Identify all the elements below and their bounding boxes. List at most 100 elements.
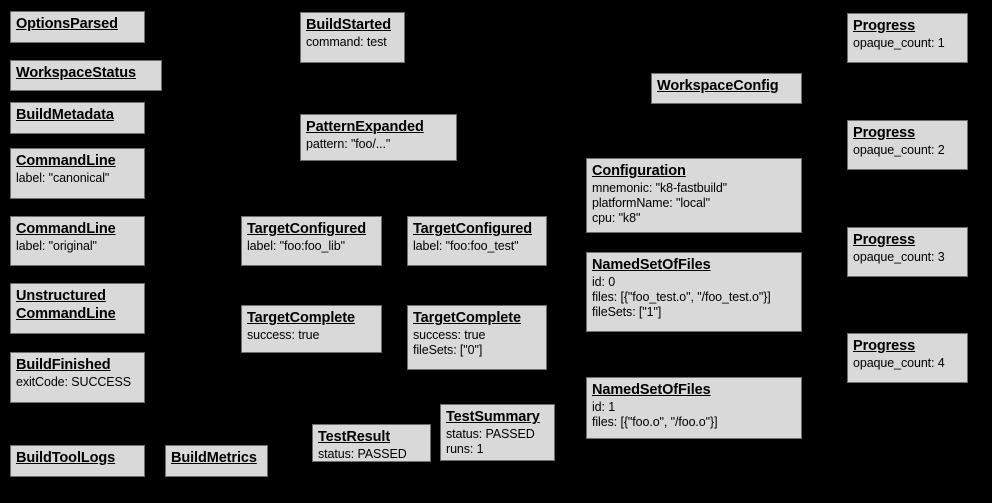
- node-fields: opaque_count: 2: [853, 143, 962, 158]
- node-progress-3[interactable]: Progress opaque_count: 3: [847, 227, 968, 277]
- node-title: TargetConfigured: [413, 221, 532, 237]
- node-title: Progress: [853, 18, 916, 34]
- node-title: NamedSetOfFiles: [592, 257, 711, 273]
- node-command-line-original[interactable]: CommandLine label: "original": [10, 216, 145, 266]
- node-title-container: TargetComplete: [247, 309, 376, 327]
- node-title-container: WorkspaceConfig: [657, 77, 796, 95]
- node-title-container: TargetConfigured: [413, 220, 541, 238]
- node-fields: label: "canonical": [16, 171, 139, 186]
- node-field: opaque_count: 1: [853, 36, 945, 50]
- node-title-container: TargetConfigured: [247, 220, 376, 238]
- node-workspace-status[interactable]: WorkspaceStatus: [10, 60, 162, 91]
- node-title: PatternExpanded: [306, 119, 424, 135]
- node-title: Progress: [853, 232, 916, 248]
- node-title-container: TestResult: [318, 428, 425, 446]
- node-title: TargetComplete: [413, 310, 521, 326]
- node-title-container: BuildMetadata: [16, 106, 139, 124]
- node-target-complete-lib[interactable]: TargetComplete success: true: [241, 305, 382, 353]
- node-title: TargetComplete: [247, 310, 355, 326]
- node-fields: label: "foo:foo_test": [413, 239, 541, 254]
- node-title: CommandLine: [16, 221, 116, 237]
- node-progress-1[interactable]: Progress opaque_count: 1: [847, 13, 968, 63]
- node-field: cpu: "k8": [592, 211, 641, 225]
- node-fields: exitCode: SUCCESS: [16, 375, 139, 390]
- node-title-container: Configuration: [592, 162, 796, 180]
- node-fields: label: "original": [16, 239, 139, 254]
- node-title-container: Progress: [853, 337, 962, 355]
- node-fields: opaque_count: 4: [853, 356, 962, 371]
- node-field: id: 1: [592, 400, 616, 414]
- node-build-tool-logs[interactable]: BuildToolLogs: [10, 445, 145, 477]
- node-title: BuildToolLogs: [16, 450, 116, 466]
- node-field: files: [{"foo_test.o", "/foo_test.o"}]: [592, 290, 771, 304]
- node-fields: mnemonic: "k8-fastbuild"platformName: "l…: [592, 181, 796, 226]
- node-title-container: Progress: [853, 124, 962, 142]
- node-title-container: PatternExpanded: [306, 118, 451, 136]
- node-title: BuildMetadata: [16, 107, 114, 123]
- node-build-started[interactable]: BuildStarted command: test: [300, 12, 405, 63]
- node-field: opaque_count: 3: [853, 250, 945, 264]
- node-build-finished[interactable]: BuildFinished exitCode: SUCCESS: [10, 352, 145, 403]
- node-title: WorkspaceConfig: [657, 78, 779, 94]
- node-target-configured-foo-lib[interactable]: TargetConfigured label: "foo:foo_lib": [241, 216, 382, 266]
- node-options-parsed[interactable]: OptionsParsed: [10, 11, 145, 43]
- node-title: BuildFinished: [16, 357, 111, 373]
- node-field: mnemonic: "k8-fastbuild": [592, 181, 728, 195]
- node-title: WorkspaceStatus: [16, 65, 136, 81]
- node-workspace-config[interactable]: WorkspaceConfig: [651, 73, 802, 104]
- node-title-container: CommandLine: [16, 152, 139, 170]
- node-title: CommandLine: [16, 306, 116, 322]
- node-title-container: BuildMetrics: [171, 449, 262, 467]
- node-title: TestResult: [318, 429, 391, 445]
- node-field: fileSets: ["1"]: [592, 305, 662, 319]
- node-title: OptionsParsed: [16, 16, 118, 32]
- node-field: opaque_count: 2: [853, 143, 945, 157]
- node-field: status: PASSED: [446, 427, 535, 441]
- node-command-line-canonical[interactable]: CommandLine label: "canonical": [10, 148, 145, 199]
- node-title: TargetConfigured: [247, 221, 366, 237]
- node-title-container: TargetComplete: [413, 309, 541, 327]
- node-field: label: "foo:foo_test": [413, 239, 519, 253]
- node-field: label: "foo:foo_lib": [247, 239, 345, 253]
- node-title-container: NamedSetOfFiles: [592, 381, 796, 399]
- node-target-configured-foo-test[interactable]: TargetConfigured label: "foo:foo_test": [407, 216, 547, 266]
- node-title-container: Progress: [853, 17, 962, 35]
- node-title: BuildStarted: [306, 17, 392, 33]
- node-field: exitCode: SUCCESS: [16, 375, 132, 389]
- node-fields: success: true: [247, 328, 376, 343]
- node-title-container: CommandLine: [16, 220, 139, 238]
- node-field: label: "original": [16, 239, 97, 253]
- node-fields: label: "foo:foo_lib": [247, 239, 376, 254]
- node-field: success: true: [247, 328, 320, 342]
- node-title-container: BuildToolLogs: [16, 449, 139, 467]
- node-title: NamedSetOfFiles: [592, 382, 711, 398]
- node-progress-4[interactable]: Progress opaque_count: 4: [847, 333, 968, 383]
- node-title: BuildMetrics: [171, 450, 257, 466]
- node-fields: command: test: [306, 35, 399, 50]
- node-build-metrics[interactable]: BuildMetrics: [165, 445, 268, 477]
- node-title-container: OptionsParsed: [16, 15, 139, 33]
- node-title: Progress: [853, 338, 916, 354]
- node-fields: status: PASSED: [318, 447, 425, 462]
- node-field: success: true: [413, 328, 486, 342]
- node-field: command: test: [306, 35, 387, 49]
- node-title: CommandLine: [16, 153, 116, 169]
- node-build-metadata[interactable]: BuildMetadata: [10, 102, 145, 134]
- node-title-container: NamedSetOfFiles: [592, 256, 796, 274]
- node-title: Unstructured: [16, 288, 106, 304]
- node-test-result[interactable]: TestResult status: PASSED: [312, 424, 431, 462]
